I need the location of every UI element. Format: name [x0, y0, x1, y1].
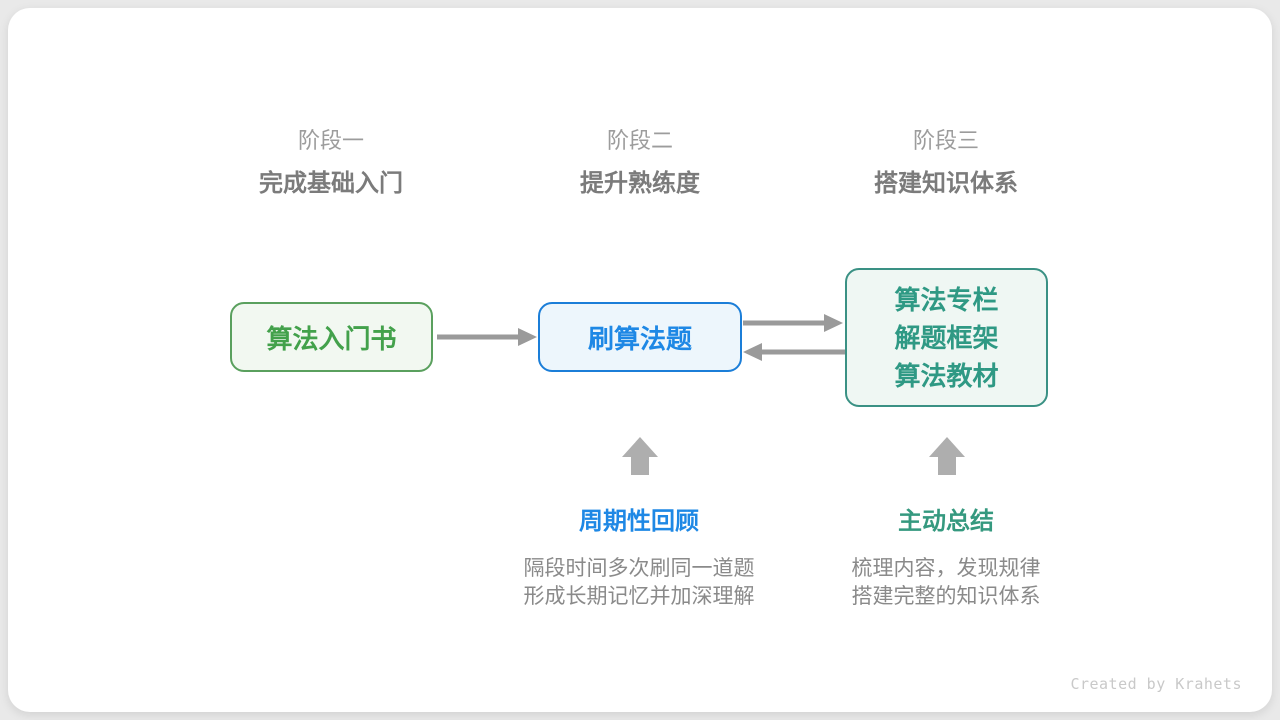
callout-periodic-review-title: 周期性回顾	[579, 508, 699, 535]
credit-text: Created by Krahets	[1070, 675, 1242, 693]
desc-line: 梳理内容，发现规律	[851, 557, 1041, 580]
callout-periodic-review-desc: 隔段时间多次刷同一道题 形成长期记忆并加深理解	[524, 555, 755, 611]
callout-active-summary-desc: 梳理内容，发现规律 搭建完整的知识体系	[852, 555, 1041, 611]
node-knowledge-resources: 算法专栏 解题框架 算法教材	[845, 268, 1048, 407]
stage-1-label: 阶段一	[297, 128, 365, 153]
desc-line: 形成长期记忆并加深理解	[523, 585, 755, 608]
stage-3-subtitle: 搭建知识体系	[874, 170, 1018, 197]
desc-line: 隔段时间多次刷同一道题	[523, 557, 755, 580]
node-line: 算法专栏	[894, 284, 999, 315]
stage-2-subtitle: 提升熟练度	[580, 170, 700, 197]
stage-2-label: 阶段二	[606, 128, 674, 153]
stage-1-subtitle: 完成基础入门	[259, 170, 403, 197]
node-line: 解题框架	[894, 322, 999, 353]
node-algorithm-intro-book: 算法入门书	[230, 302, 433, 372]
callout-active-summary-title: 主动总结	[898, 508, 994, 535]
node-practice-problems: 刷算法题	[538, 302, 742, 372]
desc-line: 搭建完整的知识体系	[851, 585, 1041, 608]
node-title: 算法入门书	[266, 323, 397, 354]
node-title: 刷算法题	[587, 323, 692, 354]
node-line: 算法教材	[894, 360, 999, 391]
stage-3-label: 阶段三	[912, 128, 980, 153]
